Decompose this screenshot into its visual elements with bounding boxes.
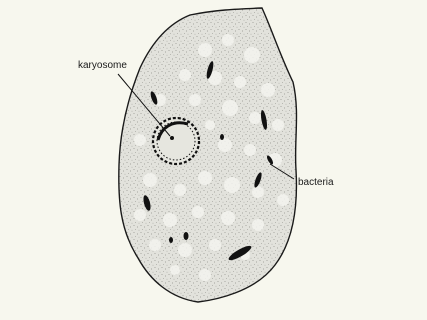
nucleus <box>153 118 199 164</box>
karyosome-label: karyosome <box>78 60 127 71</box>
karyosome-dot <box>170 136 174 140</box>
bacteria-label: bacteria <box>298 177 334 188</box>
